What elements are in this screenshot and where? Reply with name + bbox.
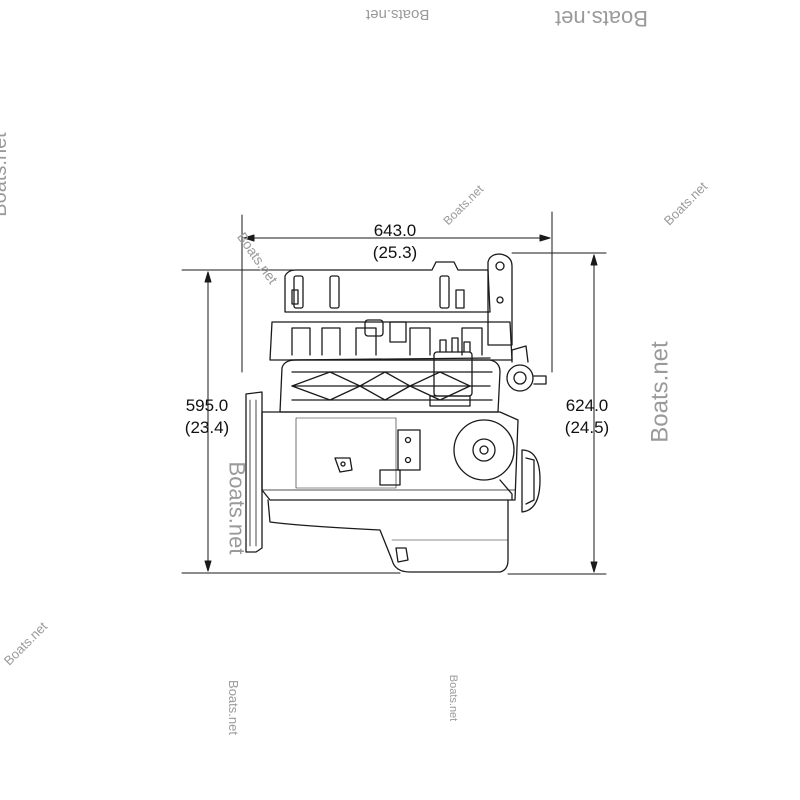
water-pump xyxy=(453,419,515,501)
watermark: Boats.net xyxy=(447,674,460,722)
watermark: Boats.net xyxy=(646,341,674,443)
width-mm-value: 643.0 xyxy=(373,221,417,240)
width-dimension-line xyxy=(241,211,553,373)
flywheel-housing xyxy=(245,391,263,553)
left-height-inch-value: (23.4) xyxy=(184,418,230,437)
thermostat-housing xyxy=(506,345,547,392)
watermark: Boats.net xyxy=(225,680,241,735)
left-height-dimension-label: 595.0 (23.4) xyxy=(167,395,247,439)
width-inch-value: (25.3) xyxy=(372,243,418,262)
intake-manifold xyxy=(269,319,513,361)
width-dimension-label: 643.0 (25.3) xyxy=(335,220,455,264)
left-height-dimension-line xyxy=(181,269,401,574)
watermark: Boats.net xyxy=(366,6,430,23)
left-height-mm-value: 595.0 xyxy=(185,396,229,415)
right-height-mm-value: 624.0 xyxy=(565,396,609,415)
oil-pan xyxy=(267,499,509,573)
watermark: Boats.net xyxy=(0,132,11,217)
distributor xyxy=(429,337,473,407)
right-height-inch-value: (24.5) xyxy=(564,418,610,437)
watermark: Boats.net xyxy=(224,461,250,555)
valve-cover xyxy=(284,261,491,313)
front-pulley xyxy=(521,449,541,513)
watermark: Boats.net xyxy=(555,6,648,31)
right-height-dimension-label: 624.0 (24.5) xyxy=(547,395,627,439)
engine-block xyxy=(261,411,519,501)
exhaust-manifold xyxy=(279,359,501,413)
right-height-dimension-line xyxy=(507,252,607,575)
lifting-bracket xyxy=(487,253,513,346)
